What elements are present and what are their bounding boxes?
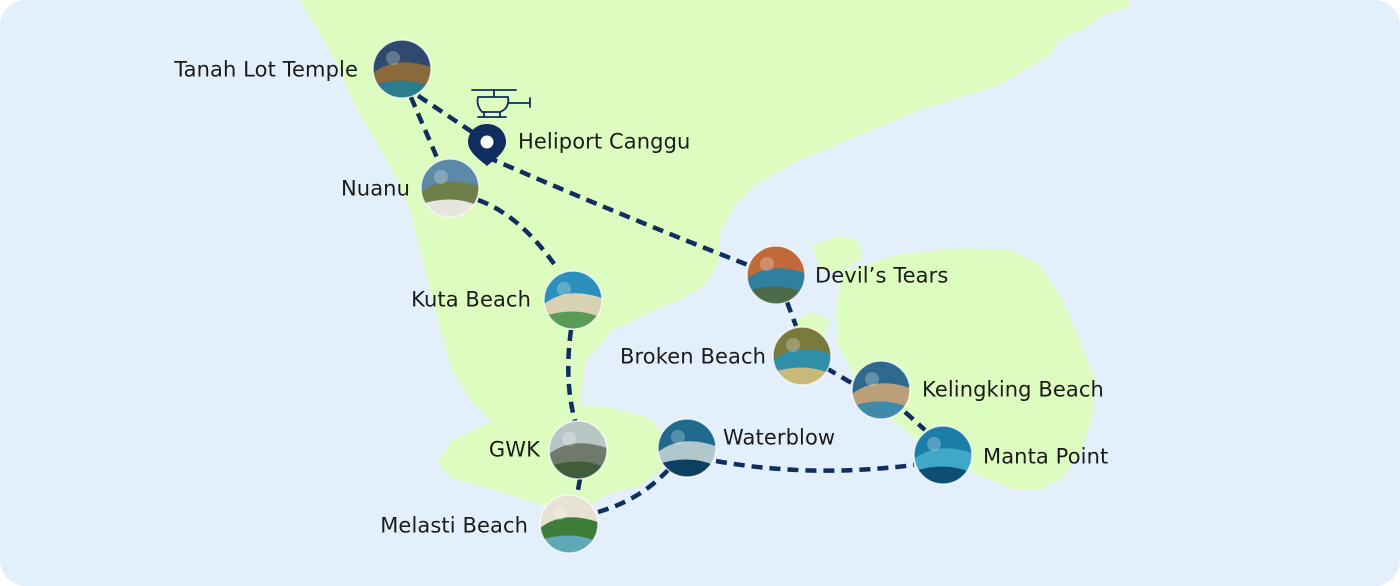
stop-photo-ring	[372, 39, 432, 99]
stop-photo-kuta[interactable]	[544, 271, 602, 329]
stop-photos	[372, 39, 973, 554]
stop-photo-tanah-lot[interactable]	[373, 40, 431, 98]
route-melasti-waterblow	[597, 468, 670, 515]
route-waterblow-manta	[715, 458, 915, 473]
stop-label-tanah-lot: Tanah Lot Temple	[174, 57, 358, 82]
route-lines	[399, 67, 927, 515]
stop-photo-ring	[851, 360, 911, 420]
stop-photo-ring	[657, 418, 717, 478]
stop-photo-ring	[913, 425, 973, 485]
stop-photo-nuanu[interactable]	[421, 159, 479, 217]
route-nuanu-kuta	[477, 197, 559, 270]
photo-highlight	[562, 432, 576, 446]
map-pin-icon[interactable]	[468, 124, 506, 166]
photo-highlight	[434, 170, 448, 184]
stop-label-kelingking: Kelingking Beach	[922, 377, 1104, 402]
stop-photo-waterblow[interactable]	[658, 419, 716, 477]
photo-highlight	[386, 51, 400, 65]
photo-highlight	[553, 506, 567, 520]
photo-highlight	[927, 437, 941, 451]
photo-highlight	[557, 282, 571, 296]
stop-label-kuta: Kuta Beach	[411, 287, 531, 312]
stop-photo-ring	[543, 270, 603, 330]
stop-photo-ring	[420, 158, 480, 218]
photo-highlight	[760, 257, 774, 271]
land-penida	[836, 248, 1095, 490]
stop-label-manta: Manta Point	[983, 444, 1109, 469]
stop-label-devils-tears: Devil’s Tears	[815, 263, 949, 288]
photo-highlight	[865, 372, 879, 386]
stop-photo-ring	[539, 494, 599, 554]
route-kuta-gwk-melasti	[566, 329, 583, 496]
helicopter-icon	[471, 89, 531, 118]
stop-label-gwk: GWK	[488, 437, 540, 462]
stop-label-waterblow: Waterblow	[723, 425, 836, 450]
photo-highlight	[786, 338, 800, 352]
land-lembongan	[812, 236, 862, 272]
stop-label-broken-beach: Broken Beach	[620, 344, 766, 369]
stop-label-melasti: Melasti Beach	[380, 513, 528, 538]
route-heliport-devils-tears	[486, 154, 749, 268]
stop-photo-ring	[746, 245, 806, 305]
land-bali	[300, 0, 1130, 440]
photo-highlight	[671, 430, 685, 444]
stop-photo-ring	[548, 420, 608, 480]
heliport-label: Heliport Canggu	[518, 129, 691, 154]
route-devils-tears-manta	[784, 301, 927, 432]
stop-photo-kelingking[interactable]	[852, 361, 910, 419]
stop-photo-ring	[772, 326, 832, 386]
stop-label-nuanu: Nuanu	[340, 176, 410, 201]
